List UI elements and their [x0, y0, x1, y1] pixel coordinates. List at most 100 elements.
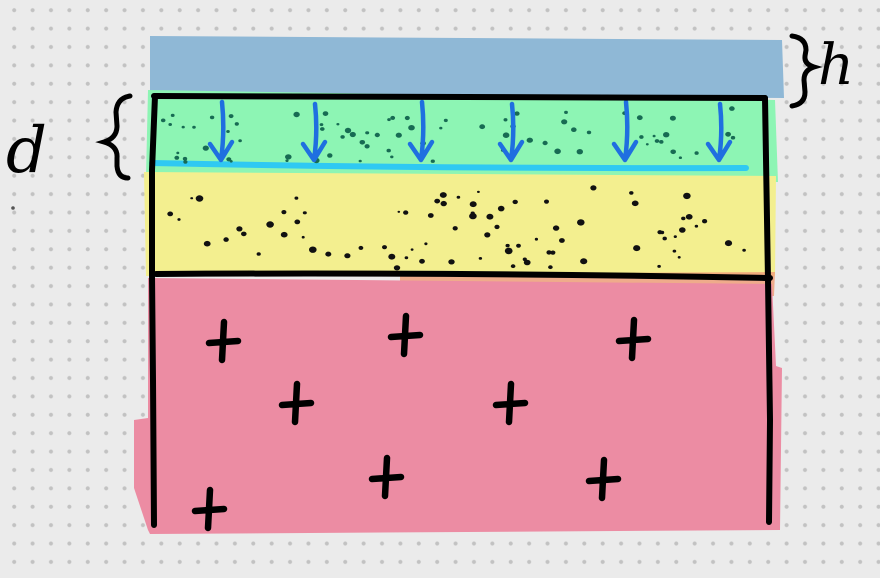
soil-particle	[669, 115, 676, 121]
soil-particle	[374, 132, 380, 138]
soil-particle	[322, 111, 329, 116]
top-layer	[150, 36, 784, 98]
soil-particle	[546, 250, 552, 255]
soil-particle	[403, 210, 409, 215]
soil-particle	[479, 124, 486, 130]
water-table-line	[149, 160, 749, 172]
soil-particle	[652, 134, 656, 138]
soil-particle	[679, 227, 686, 233]
base-layer	[134, 278, 782, 534]
soil-particle	[167, 211, 174, 217]
soil-particle	[522, 257, 527, 262]
soil-particle	[477, 190, 480, 193]
soil-particle	[434, 198, 441, 204]
soil-particle	[177, 218, 181, 221]
soil-particle	[387, 118, 391, 122]
soil-particle	[281, 210, 287, 215]
soil-particle	[209, 115, 215, 120]
soil-particle	[386, 148, 391, 153]
soil-particle	[544, 199, 549, 204]
soil-particle	[404, 256, 409, 260]
soil-particle	[469, 201, 477, 208]
soil-particle	[657, 264, 661, 268]
soil-particle	[388, 253, 396, 260]
soil-particle	[404, 115, 410, 121]
soil-particle	[456, 195, 461, 199]
stray-mark	[11, 206, 15, 210]
h-brace	[789, 33, 823, 109]
soil-particle	[502, 132, 510, 138]
soil-particle	[439, 192, 447, 198]
soil-particle	[182, 156, 188, 161]
soil-particle	[554, 148, 561, 155]
soil-particle	[285, 159, 289, 163]
soil-particle	[181, 125, 185, 129]
plus-sign-icon	[387, 312, 424, 358]
soil-particle	[514, 111, 520, 116]
soil-particle	[319, 123, 324, 127]
soil-particle	[327, 153, 333, 158]
container-outline	[149, 93, 773, 528]
soil-particle	[505, 243, 510, 248]
soil-particle	[497, 205, 505, 212]
soil-particle	[226, 130, 230, 133]
soil-particle	[358, 159, 362, 163]
soil-particle	[228, 114, 234, 119]
soil-particle	[645, 143, 649, 146]
soil-particle	[440, 200, 447, 207]
soil-particle	[443, 118, 448, 123]
soil-particle	[523, 259, 531, 266]
soil-particle	[494, 224, 500, 230]
soil-particle	[590, 185, 597, 191]
soil-particle	[285, 154, 292, 160]
soil-particle	[320, 127, 325, 131]
soil-particle	[580, 258, 588, 265]
soil-particle	[683, 192, 691, 200]
soil-particle	[202, 145, 209, 151]
soil-particle	[469, 212, 477, 220]
d-brace	[95, 93, 133, 181]
soil-particle	[364, 144, 370, 149]
soil-particle	[681, 216, 686, 221]
soil-particle	[586, 130, 592, 135]
soil-particle	[390, 115, 396, 120]
plus-sign-icon	[191, 486, 228, 532]
soil-particle	[685, 214, 693, 220]
soil-particle	[168, 123, 172, 126]
soil-particle	[294, 196, 299, 200]
down-arrow-icon	[497, 101, 525, 163]
soil-particle	[176, 151, 180, 155]
soil-particle	[390, 155, 394, 159]
soil-particle	[190, 197, 194, 200]
soil-particle	[393, 265, 401, 271]
plus-sign-icon	[615, 316, 652, 362]
soil-particle	[672, 249, 677, 253]
soil-particle	[280, 231, 288, 238]
soil-particle	[504, 247, 513, 255]
soil-particle	[424, 242, 428, 246]
dry-soil-particles	[167, 185, 746, 271]
down-arrow-icon	[407, 99, 435, 163]
soil-particle	[633, 245, 641, 252]
soil-particle	[694, 224, 699, 228]
plus-sign-icon	[492, 380, 529, 426]
soil-particle	[226, 157, 232, 162]
soil-particle	[439, 126, 443, 130]
soil-particle	[659, 140, 664, 144]
soil-particle	[427, 213, 434, 218]
soil-particle	[654, 139, 660, 143]
soil-particle	[397, 210, 401, 213]
soil-particle	[234, 122, 239, 126]
soil-particle	[309, 246, 317, 253]
soil-particle	[236, 226, 243, 232]
soil-particle	[183, 160, 188, 164]
soil-particle	[293, 111, 300, 118]
soil-particle	[241, 231, 247, 237]
plus-sign-icon	[368, 454, 405, 500]
down-arrow-icon	[611, 99, 639, 163]
soil-particle	[512, 199, 518, 205]
soil-particle	[195, 195, 204, 202]
soil-particle	[470, 211, 475, 215]
soil-particle	[576, 149, 583, 155]
